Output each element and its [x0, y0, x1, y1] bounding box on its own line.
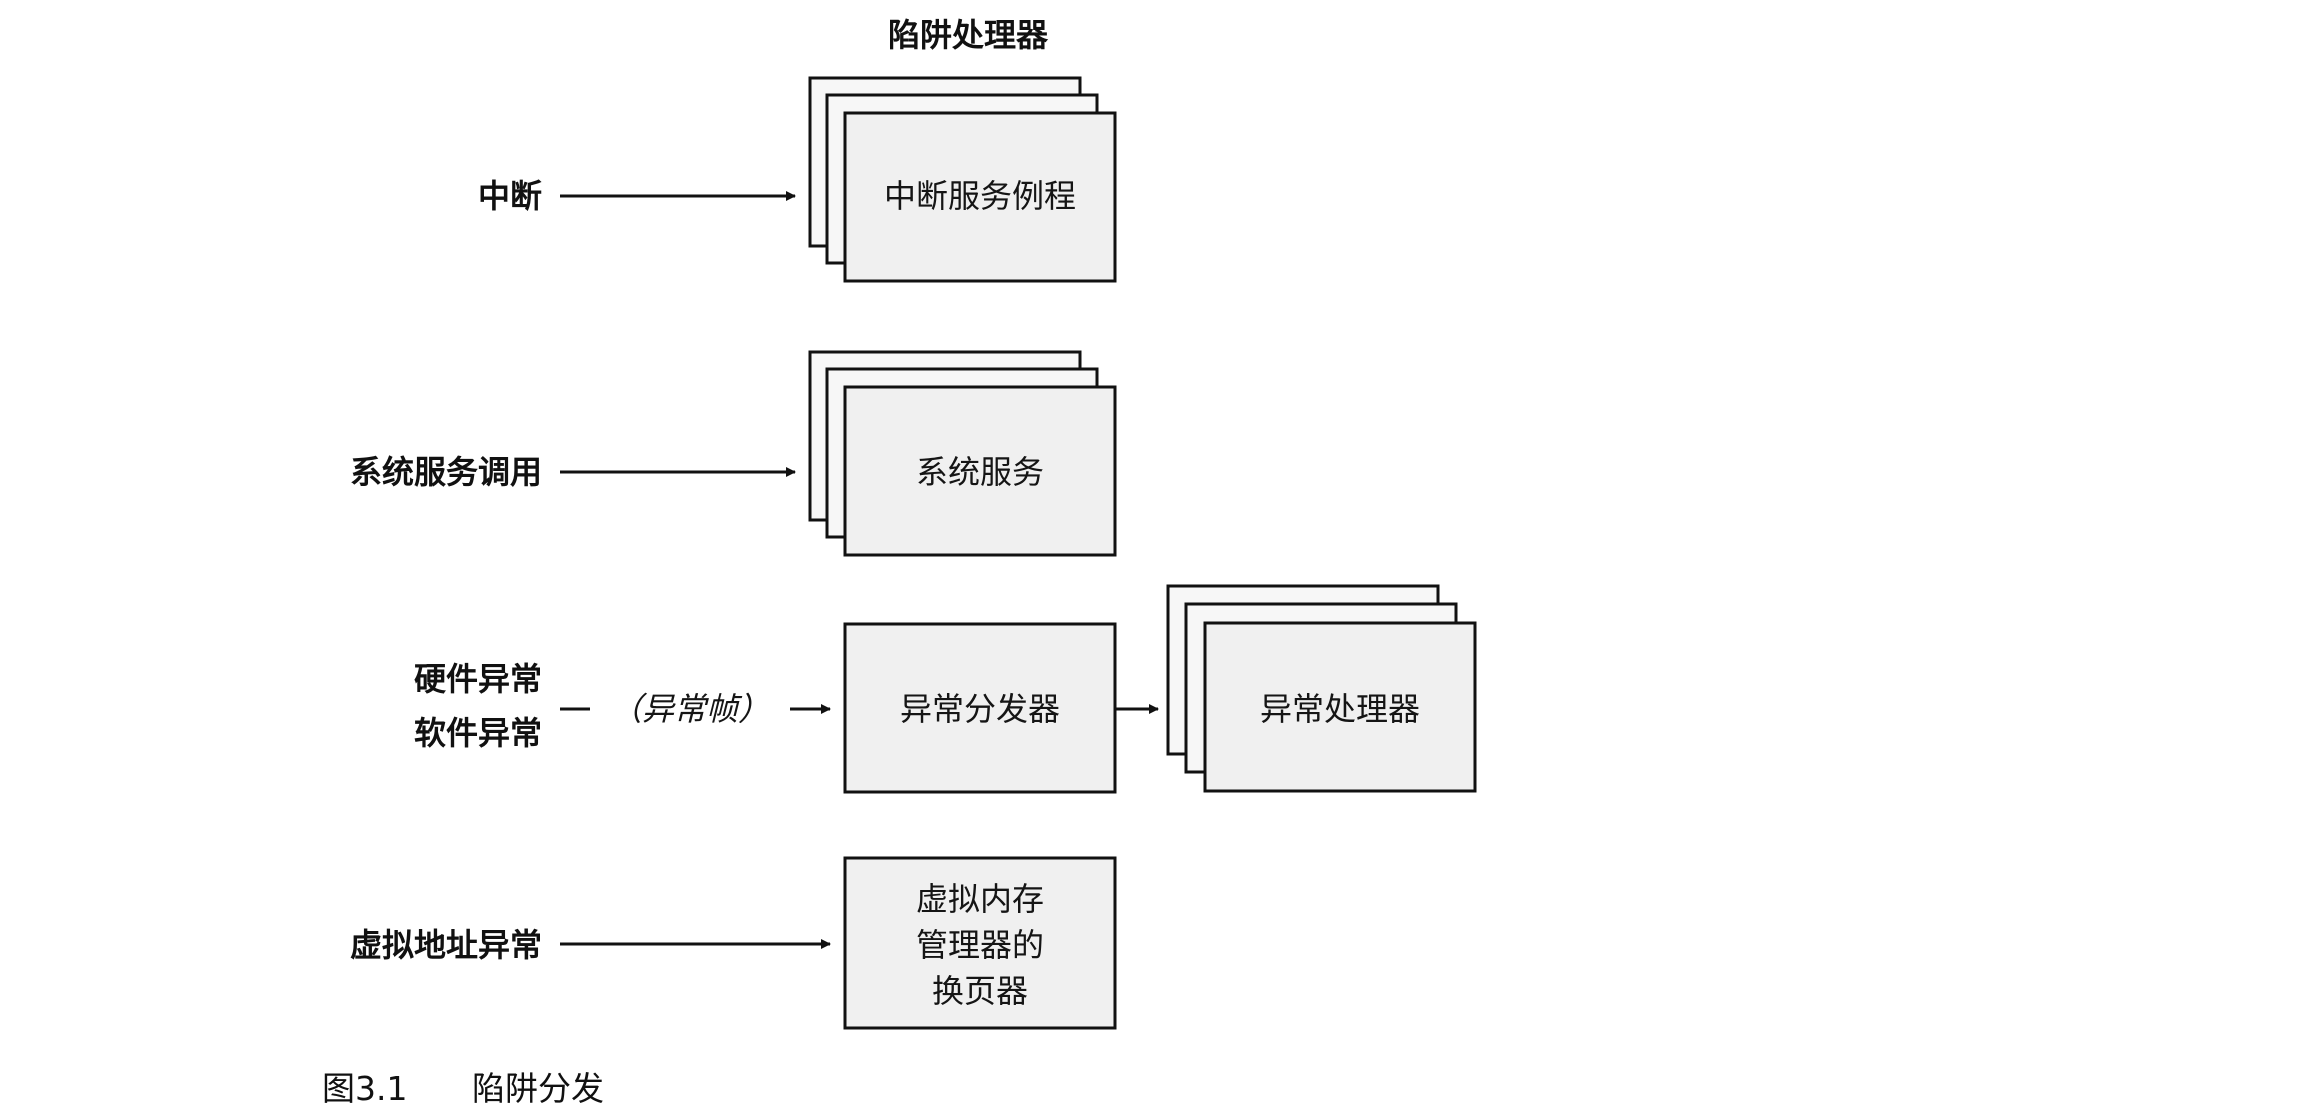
software-exception-label: 软件异常	[414, 714, 542, 752]
vm-pager-label-line3: 换页器	[932, 972, 1028, 1010]
trap-handlers-heading: 陷阱处理器	[888, 16, 1049, 54]
exception-frame-label: （异常帧）	[610, 690, 770, 728]
hardware-exception-label: 硬件异常	[414, 660, 542, 698]
interrupt-service-routines-stack: 中断服务例程	[808, 76, 1117, 283]
exception-dispatcher-label: 异常分发器	[900, 690, 1060, 728]
exception-dispatcher-box: 异常分发器	[843, 622, 1117, 794]
exception-handlers-stack: 异常处理器	[1166, 584, 1477, 793]
system-services-stack: 系统服务	[808, 350, 1117, 557]
vm-pager-label-line1: 虚拟内存	[916, 880, 1044, 918]
vm-pager-box: 虚拟内存 管理器的 换页器	[843, 856, 1117, 1030]
interrupt-service-routines-label: 中断服务例程	[884, 177, 1076, 215]
exception-handlers-label: 异常处理器	[1260, 690, 1420, 728]
system-services-label: 系统服务	[916, 453, 1044, 491]
interrupt-label: 中断	[478, 177, 542, 215]
system-service-call-label: 系统服务调用	[350, 453, 542, 491]
figure-number: 图3.1	[322, 1069, 407, 1108]
virtual-address-exception-label: 虚拟地址异常	[350, 926, 542, 964]
figure-title: 陷阱分发	[472, 1069, 604, 1108]
vm-pager-label-line2: 管理器的	[916, 926, 1044, 964]
